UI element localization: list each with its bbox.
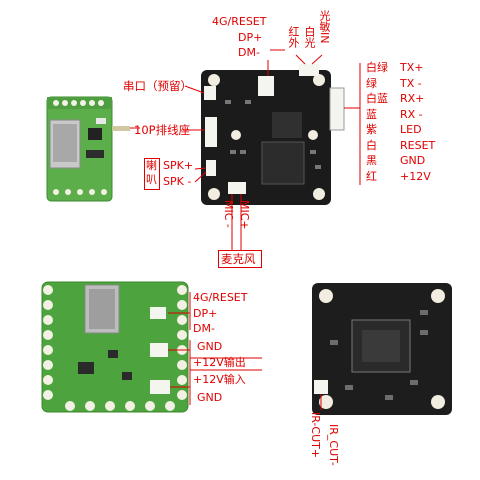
wire-signal-8: +12V xyxy=(400,169,431,183)
ribbon-cable xyxy=(112,126,130,131)
label-dp-plus: DP+ xyxy=(238,30,263,44)
label-infrared: 红外 xyxy=(287,26,300,48)
wire-signal-4: RX - xyxy=(400,107,423,121)
camera-board xyxy=(312,283,452,415)
label-microphone: 麦克风 xyxy=(221,252,256,266)
wire-signal-7: GND xyxy=(400,154,426,167)
wire-color-1: 白绿 xyxy=(366,61,388,74)
wire-color-8: 红 xyxy=(366,169,377,183)
label-spk-minus: SPK - xyxy=(163,174,192,188)
label-spk-plus: SPK+ xyxy=(163,159,194,172)
adapter-label-4g-reset: 4G/RESET xyxy=(193,291,248,304)
wire-signal-5: LED xyxy=(400,123,422,136)
label-light-sensor-3: IN xyxy=(318,32,331,44)
label-ir-cut-plus: IR-CUT+ xyxy=(309,412,322,459)
wire-color-2: 绿 xyxy=(366,76,377,90)
wire-color-4: 蓝 xyxy=(366,107,377,121)
adapter-label-dm-minus: DM- xyxy=(193,322,215,335)
wire-signal-1: TX+ xyxy=(400,61,424,74)
label-mic-minus: MIC - xyxy=(222,200,235,228)
speaker-box: 喇 叭 xyxy=(144,158,160,190)
label-white-light-1: 白 xyxy=(303,26,316,37)
adapter-label-dp-plus: DP+ xyxy=(193,306,218,320)
label-infrared-2: 外 xyxy=(287,37,300,48)
label-mic-plus: MIC+ xyxy=(238,200,251,230)
wire-color-3: 白蓝 xyxy=(366,92,388,105)
label-4g-reset: 4G/RESET xyxy=(212,15,267,28)
label-light-sensor-1: 光 xyxy=(318,10,331,21)
label-white-light-2: 光 xyxy=(303,37,316,48)
wire-color-5: 紫 xyxy=(366,123,377,136)
label-light-sensor: 光敏IN xyxy=(318,10,331,44)
adapter-top-labels: 4G/RESET DP+ DM- xyxy=(193,290,247,337)
main-board xyxy=(201,64,345,205)
wire-color-list: 白绿 绿 白蓝 蓝 紫 白 黑 红 xyxy=(366,60,388,184)
wire-signal-6: RESET xyxy=(400,138,436,152)
leader-lines xyxy=(130,49,361,410)
wire-color-7: 黑 xyxy=(366,154,377,167)
adapter-label-12v-in: +12V输入 xyxy=(193,373,246,386)
tf-card-board xyxy=(46,96,113,202)
label-light-sensor-2: 敏 xyxy=(318,21,331,32)
label-white-light: 白光 xyxy=(303,26,316,48)
wire-signal-3: RX+ xyxy=(400,92,425,105)
speaker-char-1: 喇 xyxy=(146,159,157,172)
mic-box: 麦克风 xyxy=(218,250,262,268)
adapter-label-gnd-2: GND xyxy=(197,391,223,404)
label-infrared-1: 红 xyxy=(287,26,300,37)
label-ir-cut-minus: IR_CUT- xyxy=(327,424,340,466)
label-10p-ribbon: 10P排线座 xyxy=(134,123,191,137)
adapter-label-12v-out: +12V输出 xyxy=(193,356,246,369)
wire-signal-list: TX+ TX - RX+ RX - LED RESET GND +12V xyxy=(400,60,435,184)
label-serial-port: 串口（预留） xyxy=(123,79,192,93)
speaker-pins: SPK+ SPK - xyxy=(163,158,193,189)
adapter-board xyxy=(41,281,189,413)
speaker-char-2: 叭 xyxy=(146,173,157,186)
wire-color-6: 白 xyxy=(366,138,377,152)
label-dm-minus: DM- xyxy=(238,46,260,59)
adapter-label-gnd-1: GND xyxy=(197,340,223,353)
main-top-labels: 4G/RESET DP+ DM- xyxy=(212,14,266,61)
wire-signal-2: TX - xyxy=(400,76,422,90)
